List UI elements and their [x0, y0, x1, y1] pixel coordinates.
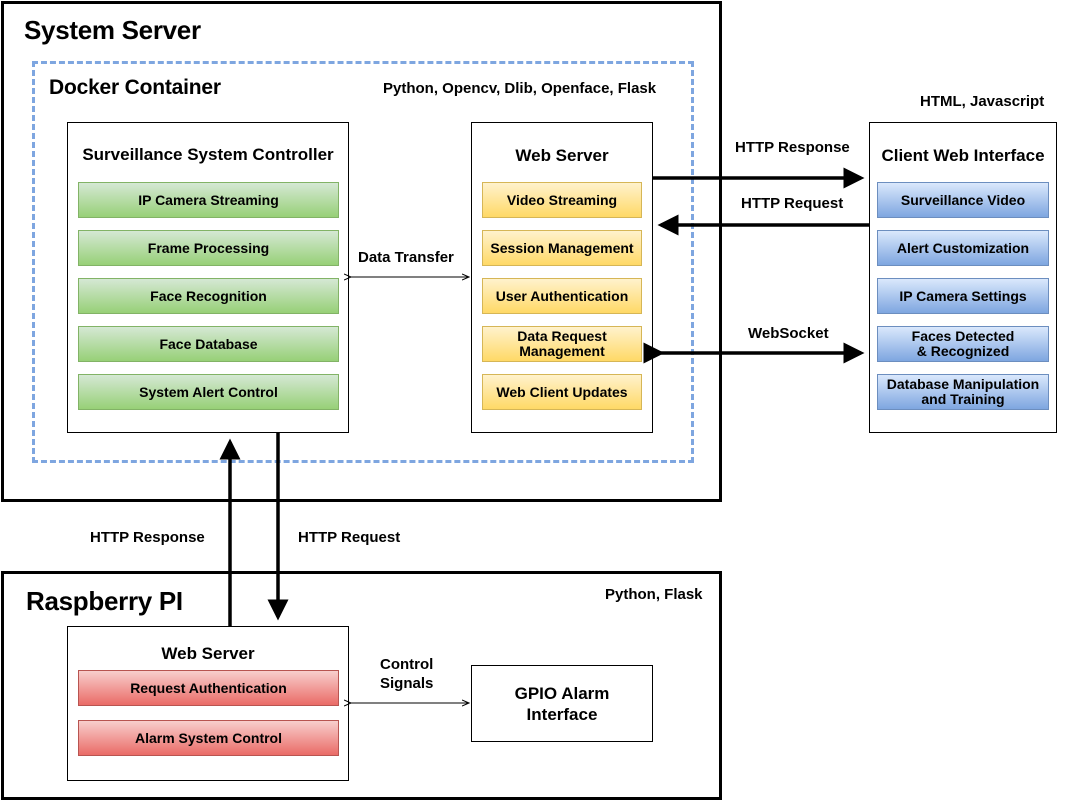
websocket-label: WebSocket — [748, 325, 829, 342]
raspberry-web-server-title: Web Server — [161, 644, 255, 663]
client-web-interface-title: Client Web Interface — [881, 146, 1045, 165]
controller-item-ip-camera-streaming: IP Camera Streaming — [78, 182, 339, 218]
raspberry-item-request-authentication: Request Authentication — [78, 670, 339, 706]
surveillance-controller-panel: Surveillance System Controller IP Camera… — [67, 122, 349, 433]
http-response-top-label: HTTP Response — [735, 139, 850, 156]
client-item-faces-detected-recognized: Faces Detected & Recognized — [877, 326, 1049, 362]
surveillance-controller-title: Surveillance System Controller — [82, 145, 334, 164]
gpio-alarm-interface-box: GPIO Alarm Interface — [471, 665, 653, 742]
controller-item-system-alert-control: System Alert Control — [78, 374, 339, 410]
web-server-item-session-management: Session Management — [482, 230, 642, 266]
raspberry-pi-title: Raspberry PI — [26, 586, 183, 616]
docker-web-server-title: Web Server — [515, 146, 609, 165]
web-server-item-user-authentication: User Authentication — [482, 278, 642, 314]
data-transfer-label: Data Transfer — [358, 249, 454, 266]
docker-container-title: Docker Container — [49, 76, 221, 99]
controller-item-face-recognition: Face Recognition — [78, 278, 339, 314]
controller-item-frame-processing: Frame Processing — [78, 230, 339, 266]
raspberry-web-server-panel: Web Server Request Authentication Alarm … — [67, 626, 349, 781]
docker-tech-stack: Python, Opencv, Dlib, Openface, Flask — [383, 80, 657, 97]
client-tech-stack: HTML, Javascript — [920, 93, 1045, 110]
raspberry-tech-stack: Python, Flask — [605, 586, 703, 603]
docker-container-box: Docker Container Python, Opencv, Dlib, O… — [32, 61, 694, 463]
gpio-alarm-interface-label: GPIO Alarm Interface — [514, 683, 610, 724]
client-item-alert-customization: Alert Customization — [877, 230, 1049, 266]
docker-web-server-panel: Web Server Video Streaming Session Manag… — [471, 122, 653, 433]
controller-item-face-database: Face Database — [78, 326, 339, 362]
client-item-surveillance-video: Surveillance Video — [877, 182, 1049, 218]
control-signals-label: Control Signals — [380, 656, 434, 692]
web-server-item-web-client-updates: Web Client Updates — [482, 374, 642, 410]
http-response-bottom-label: HTTP Response — [90, 529, 205, 546]
client-item-ip-camera-settings: IP Camera Settings — [877, 278, 1049, 314]
raspberry-item-alarm-system-control: Alarm System Control — [78, 720, 339, 756]
client-web-interface-panel: Client Web Interface Surveillance Video … — [869, 122, 1057, 433]
http-request-bottom-label: HTTP Request — [298, 529, 401, 546]
client-item-database-manipulation-training: Database Manipulation and Training — [877, 374, 1049, 410]
web-server-item-video-streaming: Video Streaming — [482, 182, 642, 218]
http-request-top-label: HTTP Request — [741, 195, 844, 212]
web-server-item-data-request-management: Data Request Management — [482, 326, 642, 362]
system-server-title: System Server — [24, 15, 201, 45]
